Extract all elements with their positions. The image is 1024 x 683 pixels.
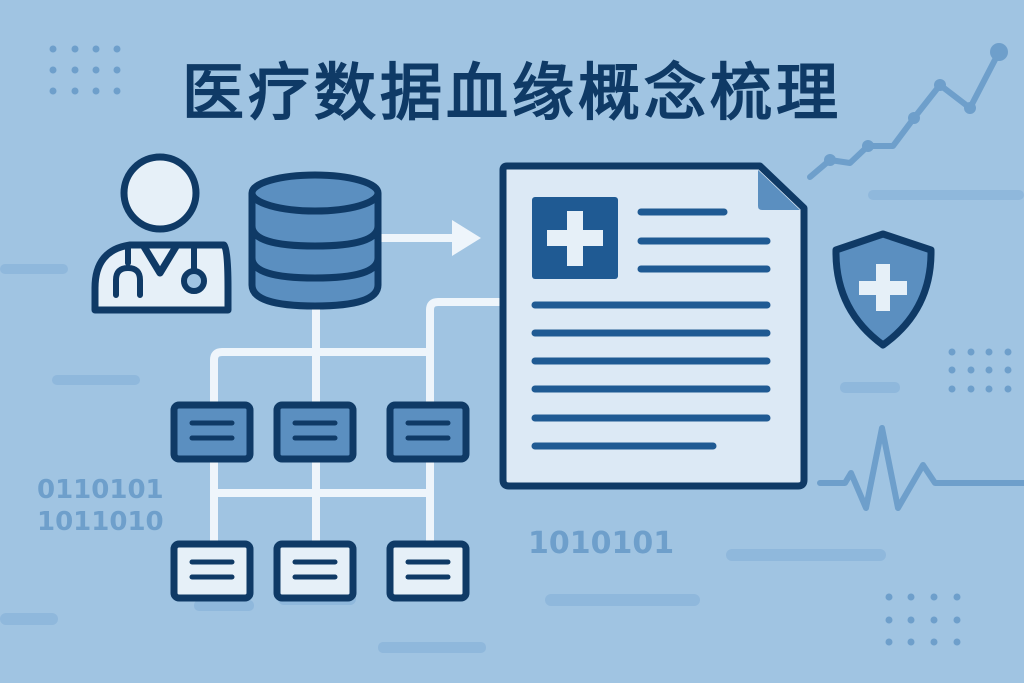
arrow-right-icon: [452, 220, 481, 256]
heartbeat-icon: [817, 425, 1024, 511]
table-row-1: [170, 401, 470, 463]
lineage-connectors: [210, 234, 500, 557]
binary-line-2: 1011010: [37, 507, 164, 537]
shield-plus-icon: [832, 230, 935, 349]
database-icon: [248, 171, 382, 310]
binary-text-left: 0110101 1011010: [37, 474, 164, 538]
page-title: 医疗数据血缘概念梳理: [181, 56, 842, 129]
dot-grid-right: [948, 348, 1012, 393]
doctor-icon: [91, 153, 232, 314]
dot-grid-top-left: [49, 45, 121, 95]
dot-grid-bottom-right: [885, 593, 961, 646]
binary-text-center: 1010101: [528, 526, 675, 561]
binary-line-1: 0110101: [37, 475, 164, 505]
table-row-2: [170, 540, 470, 602]
document-icon: [499, 162, 808, 490]
trend-line-icon: [807, 49, 1002, 180]
